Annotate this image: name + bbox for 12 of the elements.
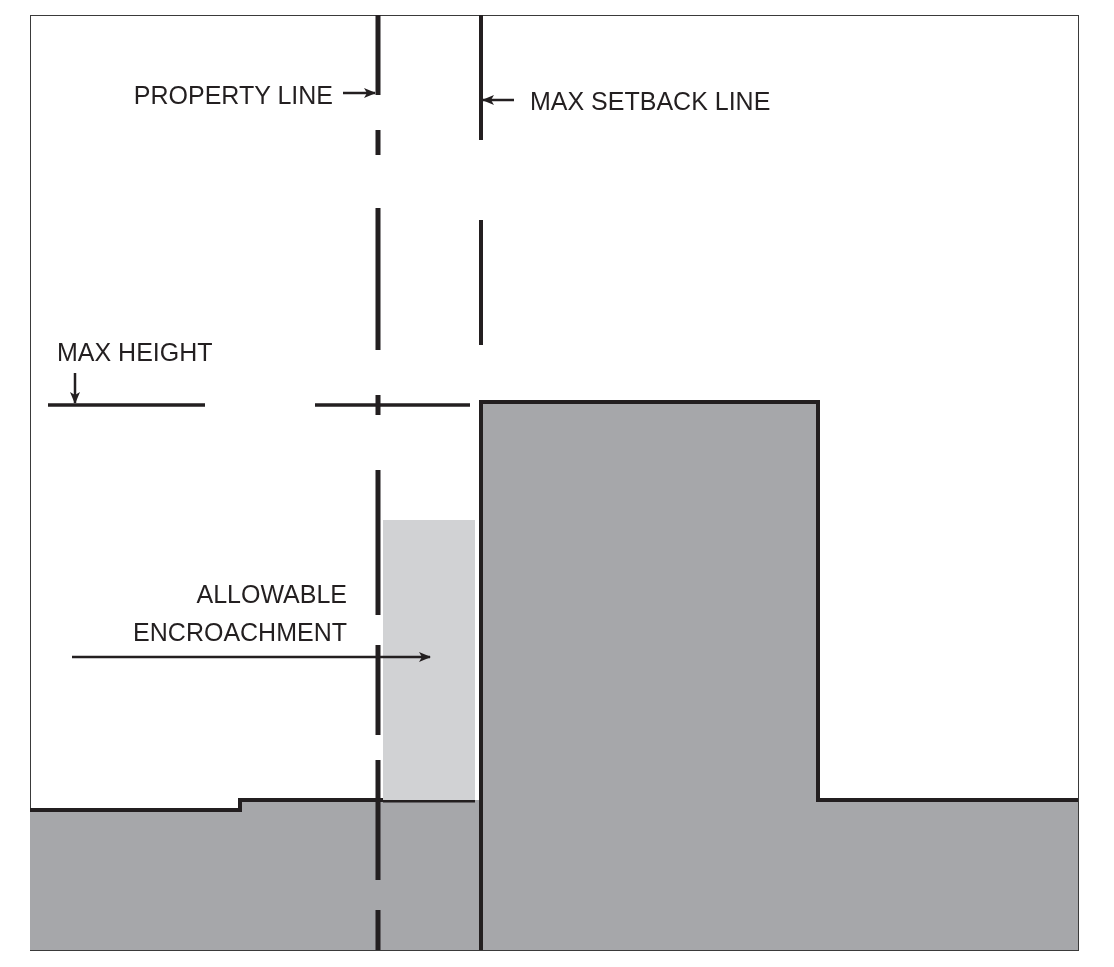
leader-label: PROPERTY LINE [133, 76, 333, 114]
property-line [375, 15, 381, 950]
leader-arrow [72, 652, 431, 662]
encroachment-zone [383, 520, 475, 800]
leader-arrow [343, 88, 376, 98]
leader-label: ALLOWABLE ENCROACHMENT [97, 575, 347, 651]
setback-line [479, 15, 483, 950]
height-limit-line [48, 403, 470, 407]
leader-arrow [482, 95, 514, 105]
leader-label: MAX HEIGHT [57, 333, 213, 371]
leader-label: MAX SETBACK LINE [530, 82, 771, 120]
leader-arrow [70, 373, 80, 404]
